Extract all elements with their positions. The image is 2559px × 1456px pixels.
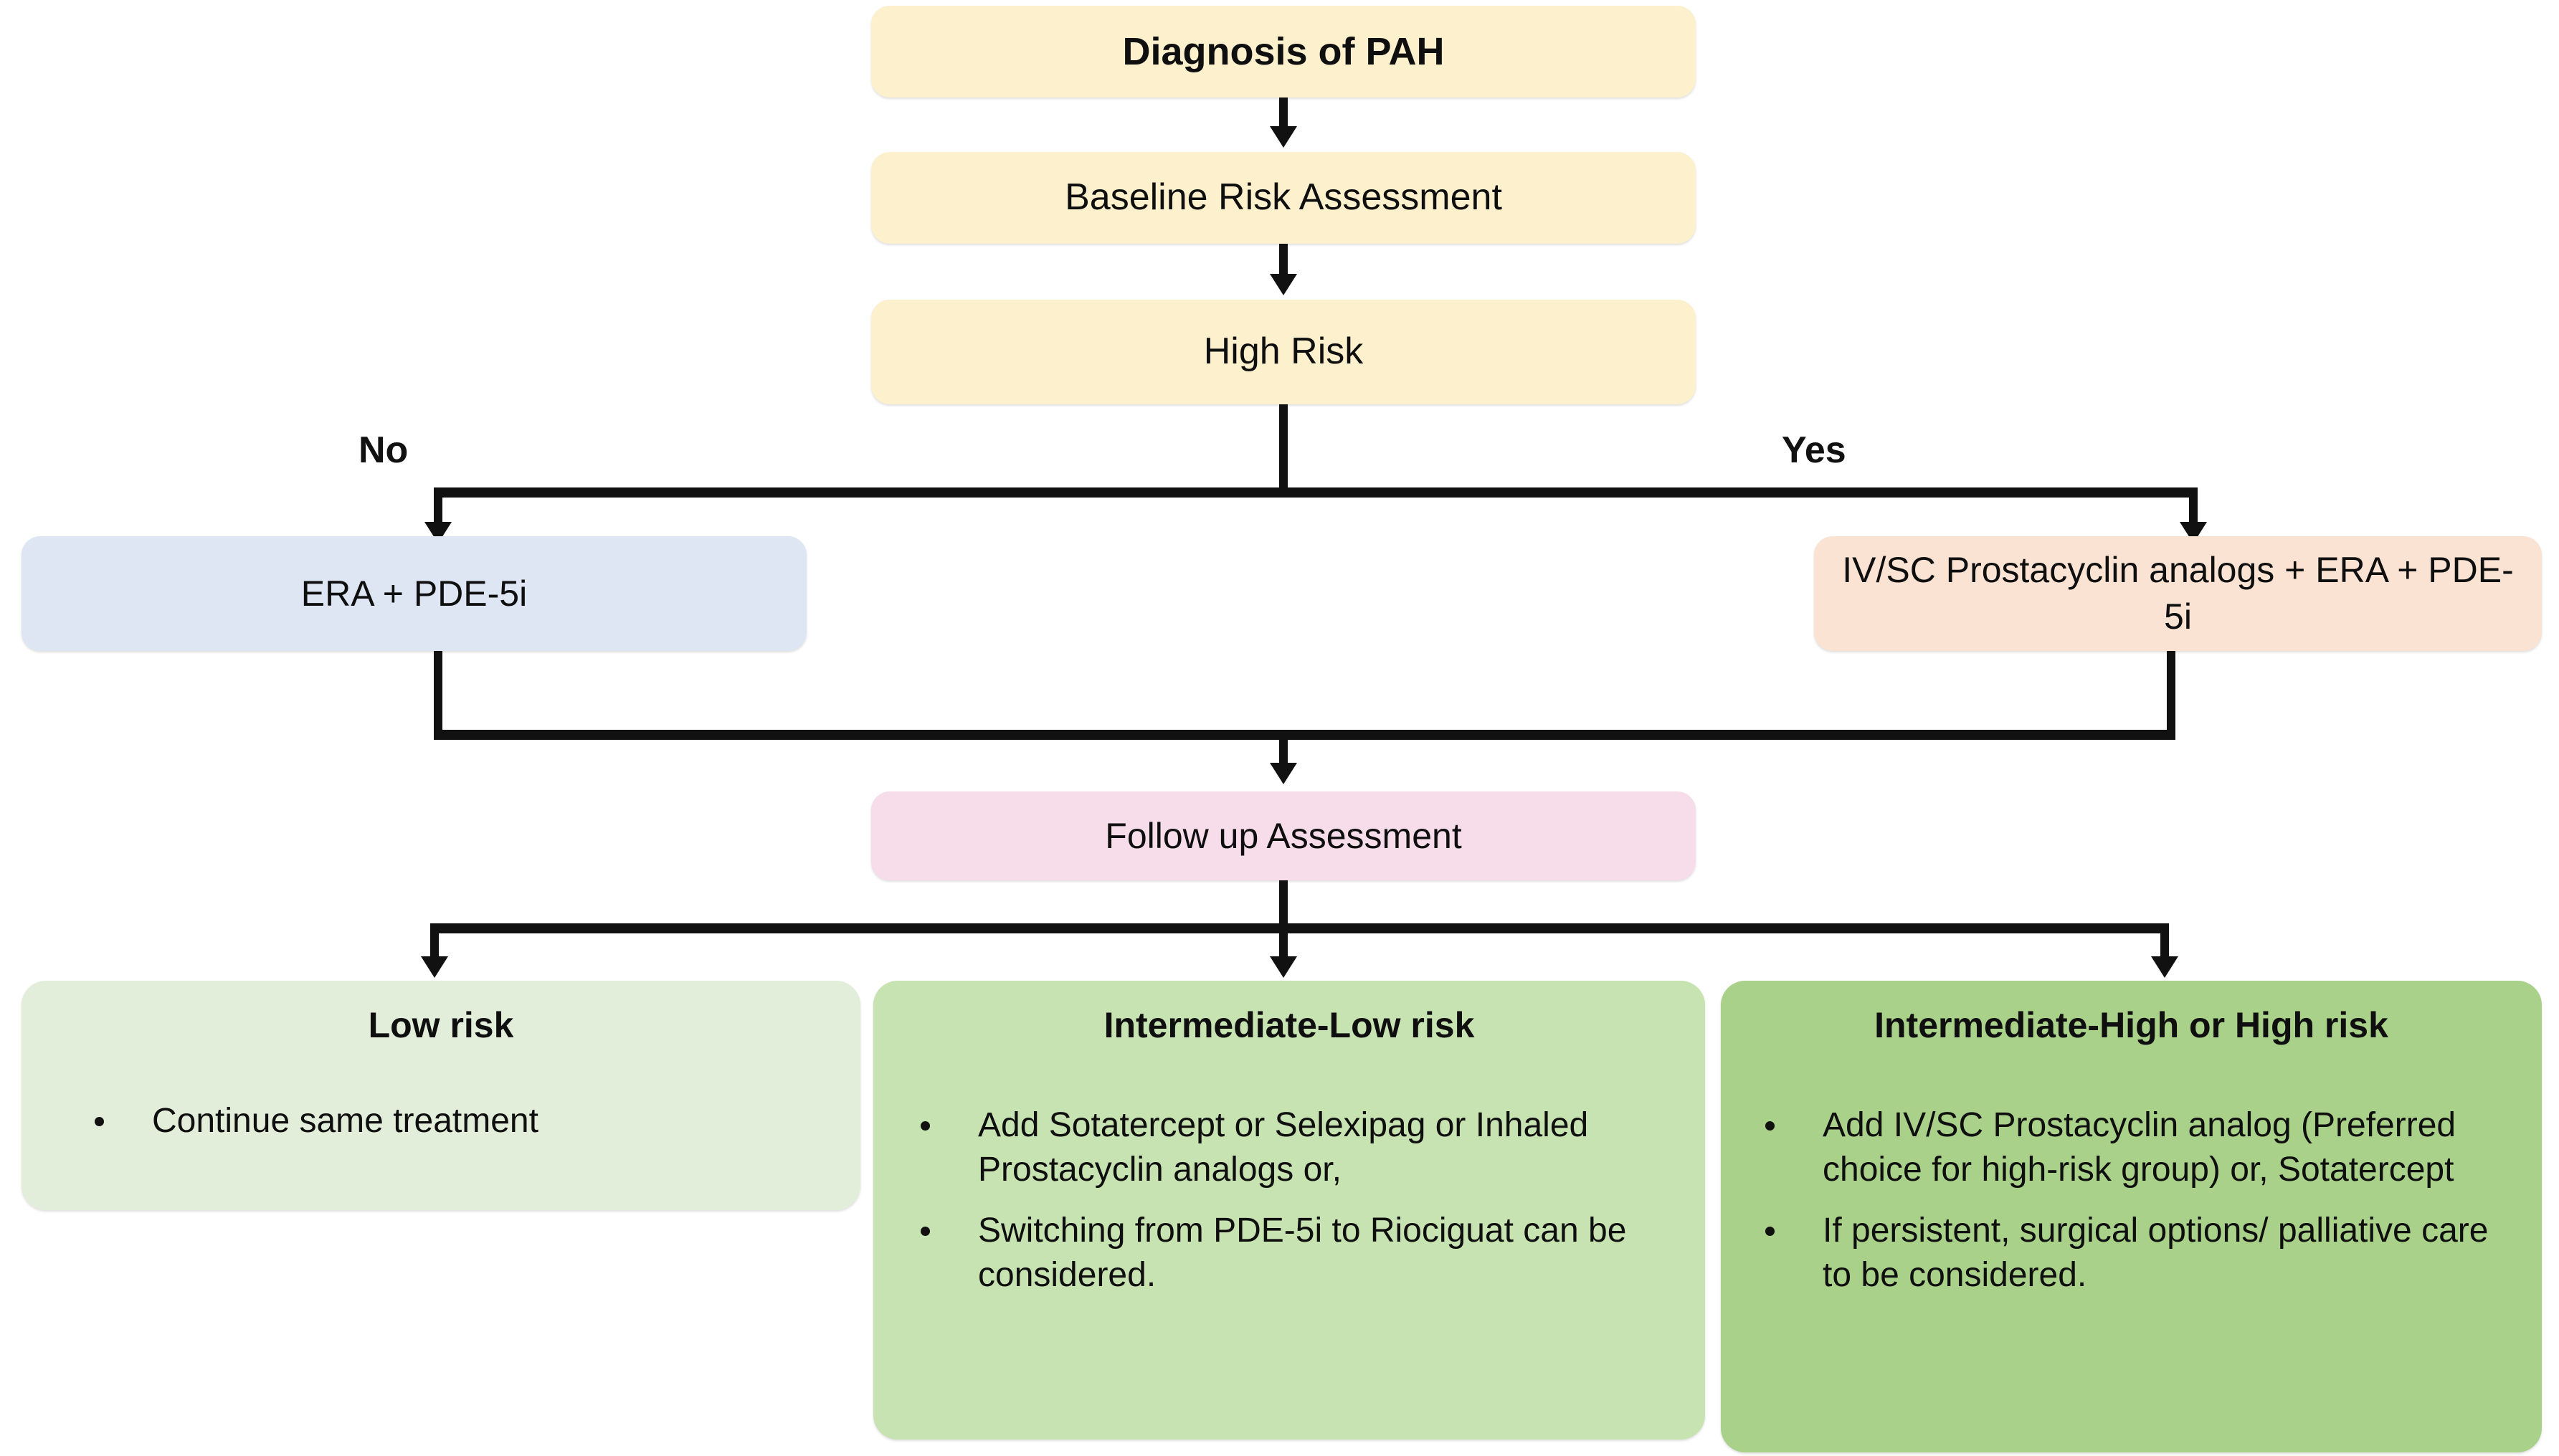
node-intermediate-low-bullets: Add Sotatercept or Selexipag or Inhaled … (873, 1103, 1705, 1298)
branch-label-yes: Yes (1782, 429, 1846, 471)
node-intermediate-low-risk: Intermediate-Low risk Add Sotatercept or… (873, 981, 1705, 1440)
arrowhead-intermediate-low (1270, 956, 1297, 978)
branch-label-no: No (359, 429, 409, 471)
connector-three-way-bar (430, 923, 2169, 933)
node-era-pde5i: ERA + PDE-5i (22, 536, 807, 651)
node-prostacyclin-combo: IV/SC Prostacyclin analogs + ERA + PDE-5… (1814, 536, 2542, 651)
arrowhead-to-highrisk (1270, 274, 1297, 295)
node-low-risk: Low risk Continue same treatment (22, 981, 860, 1210)
intermediate-high-bullet-1: Add IV/SC Prostacyclin analog (Preferred… (1823, 1106, 2456, 1189)
arrowhead-to-baseline (1270, 126, 1297, 148)
connector-era-down (434, 651, 442, 738)
intermediate-high-bullet-2: If persistent, surgical options/ palliat… (1823, 1211, 2489, 1295)
connector-baseline-to-highrisk (1279, 244, 1288, 281)
connector-low-risk-drop (430, 923, 439, 963)
node-prostacyclin-combo-label: IV/SC Prostacyclin analogs + ERA + PDE-5… (1842, 550, 2514, 637)
node-high-risk: High Risk (871, 300, 1696, 404)
connector-diagnosis-to-baseline (1279, 97, 1288, 133)
node-follow-up-label: Follow up Assessment (1105, 815, 1462, 856)
list-item: Add Sotatercept or Selexipag or Inhaled … (916, 1103, 1665, 1193)
connector-intermediate-high-drop (2160, 923, 2169, 963)
node-diagnosis-label: Diagnosis of PAH (1122, 29, 1445, 73)
arrowhead-to-followup (1270, 763, 1297, 784)
node-baseline-label: Baseline Risk Assessment (1065, 176, 1502, 219)
connector-yes-no-split-bar (434, 487, 2198, 498)
connector-highrisk-stem (1279, 404, 1288, 492)
list-item: Add IV/SC Prostacyclin analog (Preferred… (1761, 1103, 2516, 1193)
node-low-risk-title: Low risk (368, 1005, 514, 1045)
bullet-dot-icon (1765, 1120, 1775, 1131)
arrowhead-intermediate-high (2151, 956, 2178, 978)
bullet-dot-icon (1765, 1226, 1775, 1236)
connector-yes-drop (2189, 487, 2198, 529)
intermediate-low-bullet-1: Add Sotatercept or Selexipag or Inhaled … (978, 1106, 1589, 1189)
intermediate-low-bullet-2: Switching from PDE-5i to Riociguat can b… (978, 1211, 1627, 1295)
connector-merge-bar (434, 730, 2175, 740)
node-low-risk-bullets: Continue same treatment (22, 1099, 860, 1143)
arrowhead-low-risk (421, 956, 448, 978)
node-baseline-risk-assessment: Baseline Risk Assessment (871, 152, 1696, 244)
node-diagnosis-of-pah: Diagnosis of PAH (871, 6, 1696, 97)
connector-merge-to-followup (1279, 730, 1288, 771)
bullet-dot-icon (921, 1120, 930, 1131)
low-risk-bullet-1: Continue same treatment (152, 1102, 538, 1140)
node-high-risk-label: High Risk (1203, 330, 1364, 373)
list-item: If persistent, surgical options/ palliat… (1761, 1209, 2516, 1298)
list-item: Switching from PDE-5i to Riociguat can b… (916, 1209, 1665, 1298)
node-intermediate-low-title: Intermediate-Low risk (1103, 1005, 1475, 1045)
node-intermediate-high-title: Intermediate-High or High risk (1874, 1005, 2388, 1045)
bullet-dot-icon (95, 1116, 104, 1126)
connector-no-drop (434, 487, 442, 529)
node-follow-up-assessment: Follow up Assessment (871, 791, 1696, 880)
node-intermediate-high-bullets: Add IV/SC Prostacyclin analog (Preferred… (1721, 1103, 2542, 1298)
list-item: Continue same treatment (90, 1099, 820, 1143)
node-intermediate-high-risk: Intermediate-High or High risk Add IV/SC… (1721, 981, 2542, 1452)
bullet-dot-icon (921, 1226, 930, 1236)
node-era-pde5i-label: ERA + PDE-5i (300, 573, 528, 614)
connector-combo-down (2167, 651, 2175, 738)
